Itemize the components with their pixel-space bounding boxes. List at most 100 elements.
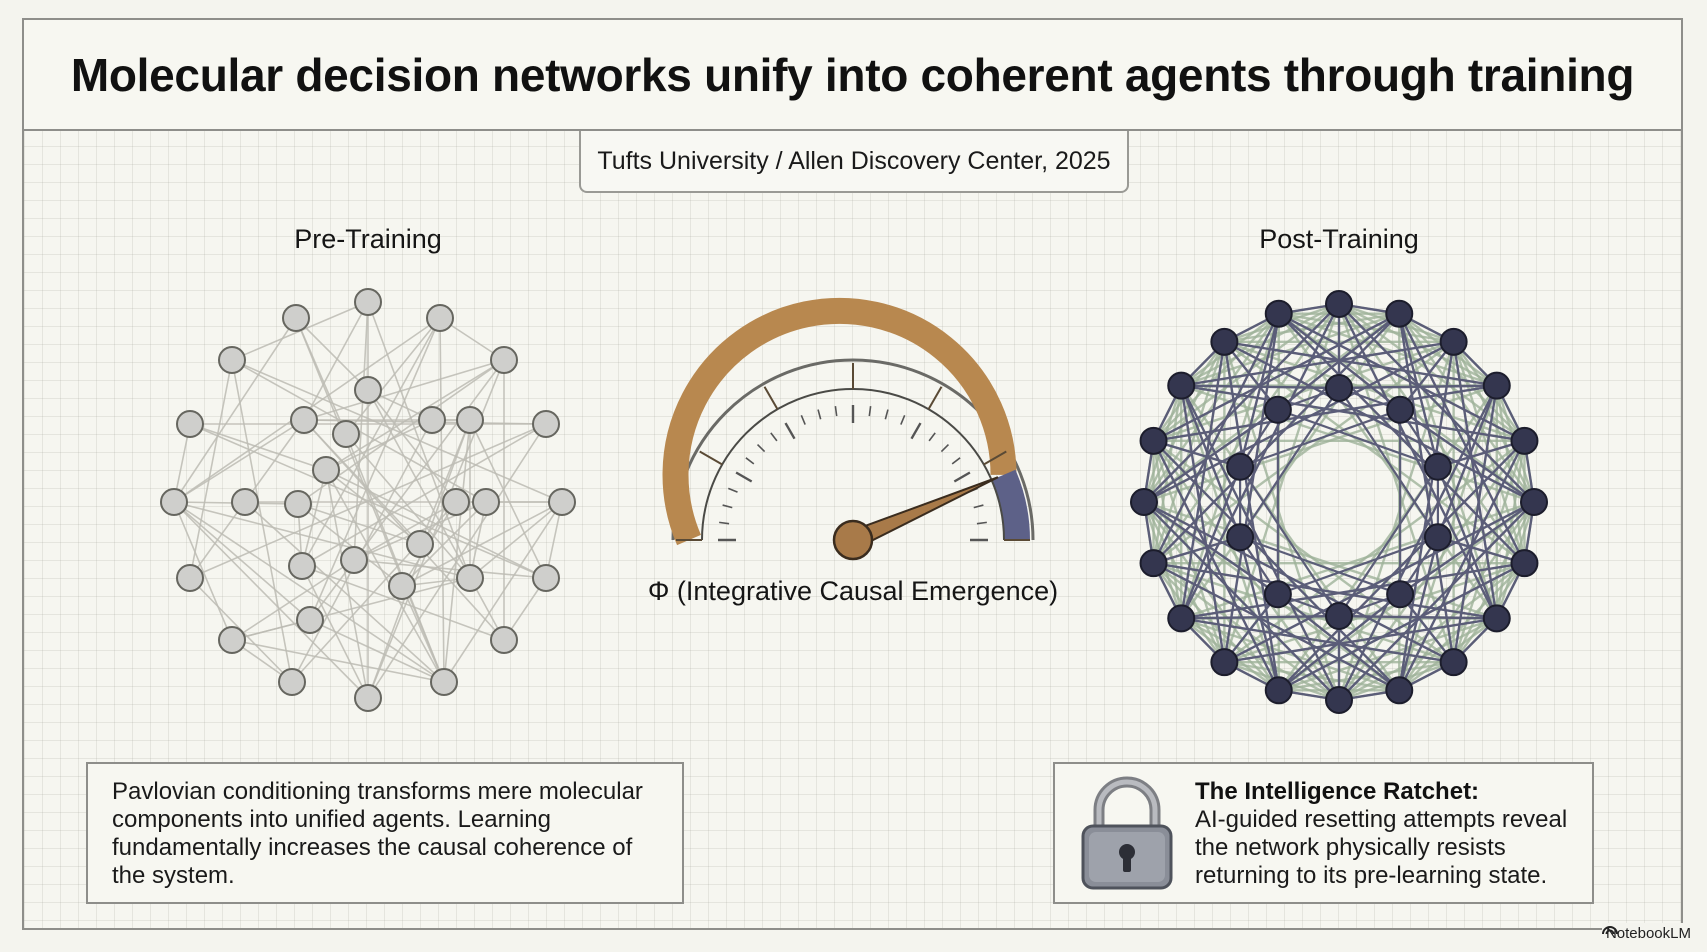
- post-network-edge: [1153, 536, 1241, 565]
- post-network-edge: [1398, 562, 1526, 692]
- pre-network-node: [160, 488, 188, 516]
- pre-network-node: [282, 304, 310, 332]
- pre-network-edge: [244, 501, 445, 683]
- pre-network-node: [354, 684, 382, 712]
- pre-network-edge: [295, 317, 369, 391]
- pre-network-node: [548, 488, 576, 516]
- pre-network-edge: [469, 501, 563, 579]
- pre-network-node: [354, 376, 382, 404]
- post-network-edge: [1180, 341, 1226, 619]
- pre-network-edge: [303, 419, 421, 545]
- gauge-tick: [900, 414, 906, 425]
- post-network-edge: [1452, 341, 1498, 619]
- post-network-node: [1386, 580, 1415, 609]
- post-network-edge: [1152, 440, 1340, 701]
- post-network-edge: [1239, 408, 1401, 468]
- pre-network-edge: [189, 359, 233, 579]
- post-network-edge: [1152, 440, 1183, 619]
- gauge-tick: [784, 422, 796, 440]
- callout-pavlovian: Pavlovian conditioning transforms mere m…: [86, 762, 684, 904]
- gauge-tick: [973, 504, 984, 509]
- post-network-edge: [1143, 408, 1279, 503]
- post-network-edge: [1338, 466, 1439, 617]
- gauge-tick: [770, 432, 778, 442]
- pre-network-edge: [325, 359, 505, 471]
- post-network-edge: [1180, 302, 1340, 387]
- pre-network-node: [426, 304, 454, 332]
- post-network-node: [1325, 686, 1353, 714]
- pre-network-edge: [443, 419, 471, 683]
- gauge-tick: [800, 414, 806, 425]
- pre-network-node: [340, 546, 368, 574]
- post-network-node: [1263, 580, 1292, 609]
- pre-network-node: [176, 410, 204, 438]
- post-network-node: [1482, 604, 1511, 633]
- brand-watermark: NotebookLM: [1601, 923, 1695, 944]
- post-network-edge: [1152, 303, 1340, 442]
- pre-network-edge: [309, 317, 441, 621]
- post-training-label: Post-Training: [1259, 224, 1419, 254]
- brand-name: NotebookLM: [1605, 925, 1691, 942]
- post-network-edge: [1238, 536, 1280, 691]
- post-network-edge: [1278, 661, 1454, 692]
- pre-network-edge: [173, 501, 233, 641]
- post-network-node: [1263, 395, 1292, 424]
- post-network-node: [1423, 452, 1452, 481]
- pre-network-edge: [345, 433, 471, 579]
- gauge-tick: [884, 409, 889, 420]
- post-training-network: [1130, 290, 1548, 714]
- gauge-tick: [722, 504, 733, 509]
- post-network-edge: [1277, 312, 1526, 565]
- post-network-node: [1510, 549, 1539, 578]
- gauge-band-tick: [763, 386, 779, 410]
- pre-training-network: [160, 288, 576, 712]
- post-network-edge: [1239, 536, 1401, 596]
- post-network-edge: [1399, 501, 1535, 596]
- pre-network-edge: [443, 501, 563, 683]
- padlock-icon: [1081, 776, 1173, 890]
- post-network-edge: [1142, 501, 1226, 663]
- pre-network-node: [296, 606, 324, 634]
- post-network-node: [1325, 290, 1353, 318]
- post-network-edge: [1143, 312, 1280, 503]
- pre-network-node: [332, 420, 360, 448]
- post-network-edge: [1495, 385, 1526, 564]
- pre-network-node: [532, 564, 560, 592]
- pre-network-edge: [367, 389, 457, 503]
- post-network-edge: [1277, 536, 1439, 596]
- post-network-edge: [1398, 312, 1535, 503]
- pre-network-edge: [303, 359, 505, 421]
- gauge-tick: [735, 471, 753, 483]
- post-network-edge: [1153, 439, 1241, 468]
- post-network-edge: [1152, 303, 1340, 564]
- pre-network-edge: [295, 317, 347, 435]
- pre-network-edge: [231, 359, 293, 683]
- notebooklm-logo-icon: [1601, 926, 1618, 935]
- pre-network-node: [312, 456, 340, 484]
- pre-training-label: Pre-Training: [294, 224, 442, 254]
- callout-pavlovian-text: Pavlovian conditioning transforms mere m…: [112, 778, 643, 889]
- post-network-edge: [1239, 387, 1340, 538]
- gauge-remaining-band: [991, 469, 1030, 541]
- post-network-edge: [1399, 408, 1535, 503]
- post-network-node: [1423, 523, 1452, 552]
- pre-network-edge: [325, 469, 445, 683]
- gauge-tick: [928, 432, 936, 442]
- pre-network-edge: [353, 501, 457, 561]
- post-network-edge: [1338, 387, 1439, 538]
- post-network-edge: [1338, 617, 1498, 702]
- post-network-edge: [1398, 313, 1440, 468]
- gauge-tick: [951, 457, 961, 465]
- post-network-edge: [1338, 303, 1526, 442]
- pre-network-node: [430, 668, 458, 696]
- post-network-node: [1520, 488, 1548, 516]
- gauge-tick: [834, 406, 838, 417]
- pre-network-edge: [309, 359, 505, 621]
- pre-network-edge: [189, 423, 327, 471]
- pre-network-edge: [231, 559, 355, 641]
- pre-network-edge: [173, 501, 445, 683]
- post-network-edge: [1398, 536, 1440, 691]
- pre-network-edge: [297, 503, 403, 587]
- post-network-edge: [1338, 302, 1498, 387]
- pre-network-edge: [173, 501, 311, 621]
